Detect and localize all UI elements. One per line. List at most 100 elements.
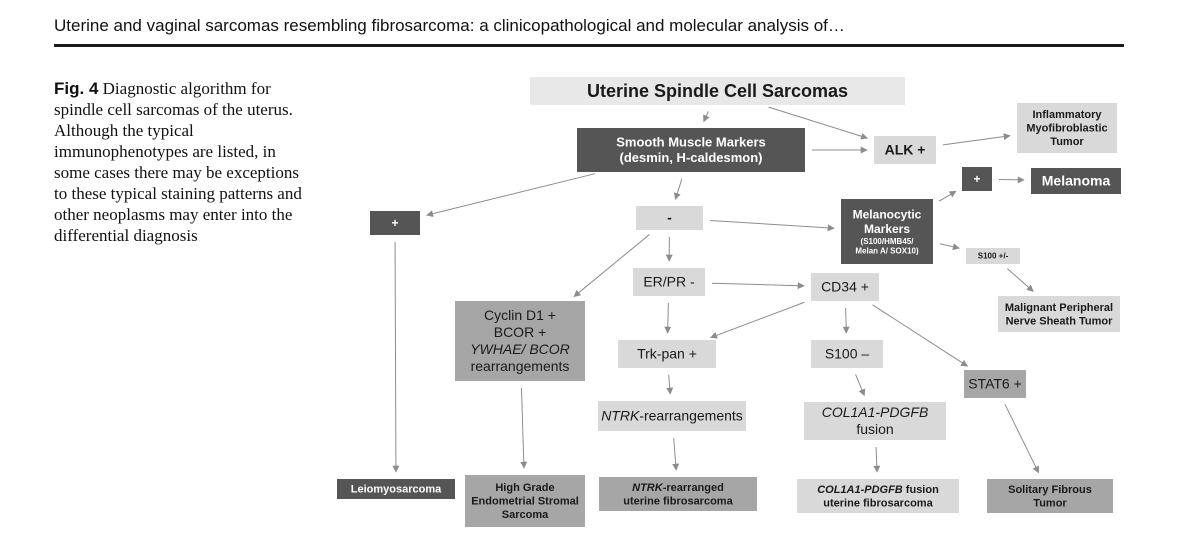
node-text-segment: -rearranged bbox=[663, 482, 724, 494]
arrow-neg-to-mel_markers bbox=[709, 220, 835, 232]
node-box-hg bbox=[465, 475, 585, 527]
node-text-mpnst: Malignant Peripheral bbox=[1005, 302, 1113, 314]
node-box-col_fs bbox=[797, 479, 959, 513]
node-text-segment: (S100/HMB45/ bbox=[861, 237, 915, 246]
node-text-mel_markers: Melan A/ SOX10) bbox=[855, 247, 919, 256]
node-box-root bbox=[530, 77, 905, 105]
arrow-alk-to-imt bbox=[942, 133, 1011, 146]
running-title: Uterine and vaginal sarcomas resembling … bbox=[54, 16, 845, 35]
node-text-segment: STAT6 + bbox=[968, 376, 1022, 392]
node-text-segment: uterine fibrosarcoma bbox=[623, 495, 733, 507]
node-text-segment: (desmin, H-caldesmon) bbox=[619, 150, 762, 165]
node-text-segment: ALK + bbox=[885, 142, 926, 158]
node-text-col_fs: uterine fibrosarcoma bbox=[823, 497, 933, 509]
node-text-mel_markers: Melanocytic bbox=[853, 207, 922, 221]
node-text-hg: Sarcoma bbox=[502, 509, 549, 521]
node-text-imt: Tumor bbox=[1050, 136, 1084, 148]
node-smooth: Smooth Muscle Markers(desmin, H-caldesmo… bbox=[577, 128, 805, 172]
arrow-smooth-to-neg bbox=[673, 178, 683, 200]
node-text-ntrk_fs: NTRK-rearranged bbox=[632, 482, 724, 494]
arrow-col1a1-to-col_fs bbox=[873, 446, 881, 473]
node-text-segment: + bbox=[391, 216, 398, 230]
node-text-smooth: (desmin, H-caldesmon) bbox=[619, 150, 762, 165]
node-cyclin: Cyclin D1 +BCOR +YWHAE/ BCORrearrangemen… bbox=[455, 301, 585, 381]
node-box-sft bbox=[987, 479, 1113, 513]
node-text-root: Uterine Spindle Cell Sarcomas bbox=[587, 81, 848, 101]
figure-label: Fig. 4 bbox=[54, 79, 99, 98]
node-text-segment: COL1A1-PDGFB bbox=[822, 404, 929, 420]
arrow-cd34-to-s100neg bbox=[842, 307, 850, 334]
node-text-col1a1: COL1A1-PDGFB bbox=[822, 404, 929, 420]
node-neg: - bbox=[636, 206, 703, 230]
arrow-plus_mel-to-melanoma bbox=[998, 176, 1025, 184]
arrow-stat6-to-sft bbox=[1004, 404, 1040, 474]
arrow-s100pm-to-mpnst bbox=[1007, 268, 1034, 292]
node-text-mpnst: Nerve Sheath Tumor bbox=[1006, 315, 1113, 327]
node-box-s100pm bbox=[966, 248, 1020, 264]
node-text-alk: ALK + bbox=[885, 142, 926, 158]
node-box-col1a1 bbox=[804, 402, 946, 440]
node-text-segment: Melan A/ SOX10) bbox=[855, 247, 919, 256]
node-text-imt: Myofibroblastic bbox=[1026, 123, 1107, 135]
node-text-segment: Leiomyosarcoma bbox=[351, 484, 442, 496]
arrow-smooth-to-plus_left bbox=[426, 173, 596, 218]
node-text-leio: Leiomyosarcoma bbox=[351, 484, 442, 496]
node-cd34: CD34 + bbox=[811, 273, 879, 301]
node-text-col_fs: COL1A1-PDGFB fusion bbox=[817, 484, 939, 496]
arrow-cd34-to-stat6 bbox=[872, 304, 969, 367]
node-text-segment: Sarcoma bbox=[502, 509, 549, 521]
node-text-segment: Trk-pan + bbox=[637, 346, 697, 362]
node-text-segment: Uterine Spindle Cell Sarcomas bbox=[587, 81, 848, 101]
node-box-ntrk_fs bbox=[599, 477, 757, 511]
node-text-segment: uterine fibrosarcoma bbox=[823, 497, 933, 509]
node-text-segment: BCOR + bbox=[494, 324, 547, 340]
node-trk: Trk-pan + bbox=[618, 340, 716, 368]
node-text-segment: YWHAE/ BCOR bbox=[470, 341, 570, 357]
node-alk: ALK + bbox=[874, 136, 936, 164]
arrow-trk-to-ntrk bbox=[666, 374, 674, 395]
node-text-cyclin: Cyclin D1 + bbox=[484, 307, 556, 323]
node-text-melanoma: Melanoma bbox=[1042, 173, 1111, 189]
node-text-segment: Inflammatory bbox=[1032, 109, 1102, 121]
arrow-root-to-smooth bbox=[703, 111, 710, 123]
node-text-mel_markers: Markers bbox=[864, 222, 910, 236]
node-text-segment: Melanocytic bbox=[853, 207, 922, 221]
node-text-segment: rearrangements bbox=[471, 358, 570, 374]
header-rule bbox=[54, 44, 1124, 47]
node-text-stat6: STAT6 + bbox=[968, 376, 1022, 392]
node-plus_mel: + bbox=[962, 167, 992, 191]
node-text-segment: Nerve Sheath Tumor bbox=[1006, 315, 1113, 327]
node-text-plus_left: + bbox=[391, 216, 398, 230]
node-text-hg: High Grade bbox=[495, 482, 554, 494]
node-melanoma: Melanoma bbox=[1031, 168, 1121, 194]
node-plus_left: + bbox=[370, 211, 420, 235]
node-text-imt: Inflammatory bbox=[1032, 109, 1102, 121]
edge-layer bbox=[392, 106, 1040, 474]
node-box-melanoma bbox=[1031, 168, 1121, 194]
node-box-s100neg bbox=[811, 340, 883, 368]
node-text-cyclin: BCOR + bbox=[494, 324, 547, 340]
node-box-cyclin bbox=[455, 301, 585, 381]
node-text-ntrk: NTRK-rearrangements bbox=[601, 408, 743, 424]
node-text-smooth: Smooth Muscle Markers bbox=[616, 134, 766, 149]
arrow-cd34-to-trk bbox=[710, 301, 805, 339]
node-text-mel_markers: (S100/HMB45/ bbox=[861, 237, 915, 246]
arrow-erpr-to-trk bbox=[664, 302, 672, 334]
node-text-segment: Malignant Peripheral bbox=[1005, 302, 1113, 314]
arrow-mel_markers-to-s100pm bbox=[939, 243, 960, 251]
node-box-erpr bbox=[633, 268, 705, 296]
node-text-segment: -rearrangements bbox=[639, 408, 743, 424]
figure-caption-text: Diagnostic algorithm for spindle cell sa… bbox=[54, 79, 302, 245]
arrow-s100neg-to-col1a1 bbox=[855, 374, 866, 397]
node-text-segment: Solitary Fibrous bbox=[1008, 484, 1092, 496]
arrow-plus_left-to-leio bbox=[392, 241, 400, 473]
arrow-mel_markers-to-plus_mel bbox=[938, 190, 957, 202]
node-text-segment: Tumor bbox=[1050, 136, 1084, 148]
node-text-segment: Cyclin D1 + bbox=[484, 307, 556, 323]
node-text-segment: fusion bbox=[903, 484, 939, 496]
